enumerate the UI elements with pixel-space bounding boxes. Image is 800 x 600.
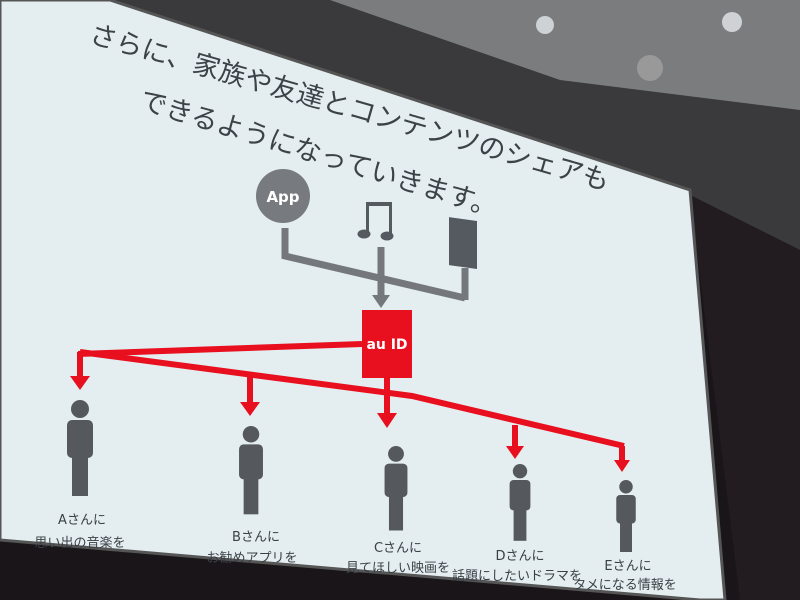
recipient-a-name: Aさんに: [58, 513, 106, 528]
recipient-c-content: 見てほしい映画を: [346, 561, 450, 576]
distribution-lines: [77, 341, 625, 462]
person-icon: [67, 400, 93, 496]
source-connectors: [281, 228, 469, 308]
recipient-d-content: 話題にしたいドラマを: [452, 568, 582, 584]
recipient-d-name: Dさんに: [495, 549, 544, 564]
ceiling-speaker: [637, 55, 663, 81]
curtain: [690, 195, 800, 600]
au-id-label: au ID: [366, 337, 407, 353]
person-icon: [509, 464, 531, 541]
arrow-b: [240, 402, 260, 416]
person-icon: [616, 480, 636, 552]
arrow-e: [614, 460, 630, 472]
ceiling-panel: [330, 0, 800, 110]
person-icon: [239, 426, 263, 515]
recipient-e-content: タメになる情報を: [573, 578, 677, 593]
projection-screen: [0, 0, 727, 600]
arrow-d: [506, 446, 524, 459]
people: [67, 400, 636, 552]
recipient-c-name: Cさんに: [374, 541, 422, 556]
red-arrowheads: [70, 376, 630, 472]
arrow-c: [377, 413, 397, 428]
recipient-b-content: お勧めアプリを: [206, 550, 297, 566]
ceiling-light: [536, 16, 554, 34]
recipient-b-name: Bさんに: [232, 530, 280, 545]
recipient-labels: Aさんに 思い出の音楽を Bさんに お勧めアプリを Cさんに 見てほしい映画を …: [34, 513, 676, 593]
app-label: App: [266, 188, 299, 206]
music-note-icon: [357, 202, 394, 241]
arrow-a: [70, 376, 90, 390]
au-id-hub: au ID: [362, 310, 412, 378]
app-icon: App: [256, 169, 310, 223]
ceiling-light: [722, 12, 742, 32]
recipient-e-name: Eさんに: [604, 559, 651, 574]
person-icon: [384, 446, 408, 531]
film-icon: [449, 217, 477, 270]
recipient-a-content: 思い出の音楽を: [34, 535, 125, 551]
